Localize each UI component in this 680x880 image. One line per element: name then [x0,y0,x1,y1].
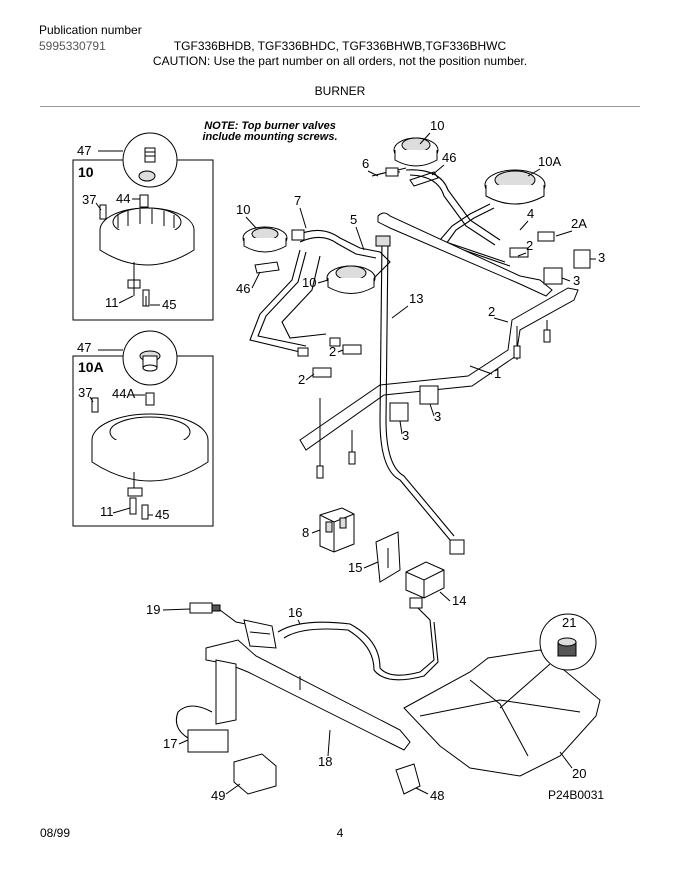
callout-10a: 10A [538,154,561,169]
callout-2a: 2A [571,216,587,231]
callout-5: 5 [350,212,357,227]
callout-2: 2 [526,238,533,253]
callout-10: 10 [430,118,444,133]
callout-45: 45 [155,507,169,522]
callout-46: 46 [442,150,456,165]
callout-6: 6 [362,156,369,171]
callout-48: 48 [430,788,444,803]
section-title: BURNER [314,84,366,98]
callout-44a: 44A [112,386,135,401]
publication-number-label: Publication number [39,23,142,37]
callout-49: 49 [211,788,225,803]
callout-3: 3 [434,409,441,424]
callout-19: 19 [146,602,160,617]
publication-number: 5995330791 [39,39,106,53]
callout-3: 3 [402,428,409,443]
callout-15: 15 [348,560,362,575]
callout-46: 46 [236,281,250,296]
callout-4: 4 [527,206,534,221]
note-line-2: include mounting screws. [202,131,337,143]
callout-7: 7 [294,193,301,208]
callout-21: 21 [562,615,576,630]
callout-11: 11 [100,504,114,519]
inset-title-10a: 10A [78,359,104,375]
callout-11: 11 [105,295,119,310]
callout-10: 10 [302,275,316,290]
drawing-number: P24B0031 [548,788,604,802]
callout-47: 47 [77,143,91,158]
callout-14: 14 [452,593,466,608]
note-line-1: NOTE: Top burner valves [204,120,336,132]
callout-3: 3 [573,273,580,288]
callout-10: 10 [236,202,250,217]
callout-16: 16 [288,605,302,620]
model-numbers: TGF336BHDB, TGF336BHDC, TGF336BHWB,TGF33… [173,39,507,53]
inset-burner-10: 47 10 37 44 11 45 [72,132,214,321]
top-burner-valves [242,137,546,357]
callout-17: 17 [163,736,177,751]
caution-text: CAUTION: Use the part number on all orde… [152,54,528,68]
regulator-assembly [319,235,465,609]
oven-burner-assembly [175,602,601,795]
callout-47: 47 [77,340,91,355]
callout-37: 37 [82,192,96,207]
inset-burner-10a: 47 10A 37 44A 11 45 [72,330,214,527]
callout-13: 13 [409,291,423,306]
callout-18: 18 [318,754,332,769]
callout-labels: 10 6 46 10A 10 7 5 4 2A 2 3 3 46 10 13 2… [146,118,605,803]
callout-2: 2 [298,372,305,387]
callout-8: 8 [302,525,309,540]
manifold-pipe [299,212,591,479]
callout-1: 1 [494,366,501,381]
page-number: 4 [336,826,344,840]
callout-44: 44 [116,191,130,206]
callout-2: 2 [329,344,336,359]
header-divider [40,106,640,107]
inset-title-10: 10 [78,164,94,180]
callout-3: 3 [598,250,605,265]
callout-20: 20 [572,766,586,781]
footer-date: 08/99 [40,826,71,840]
callout-37: 37 [78,385,92,400]
callout-2: 2 [488,304,495,319]
callout-45: 45 [162,297,176,312]
